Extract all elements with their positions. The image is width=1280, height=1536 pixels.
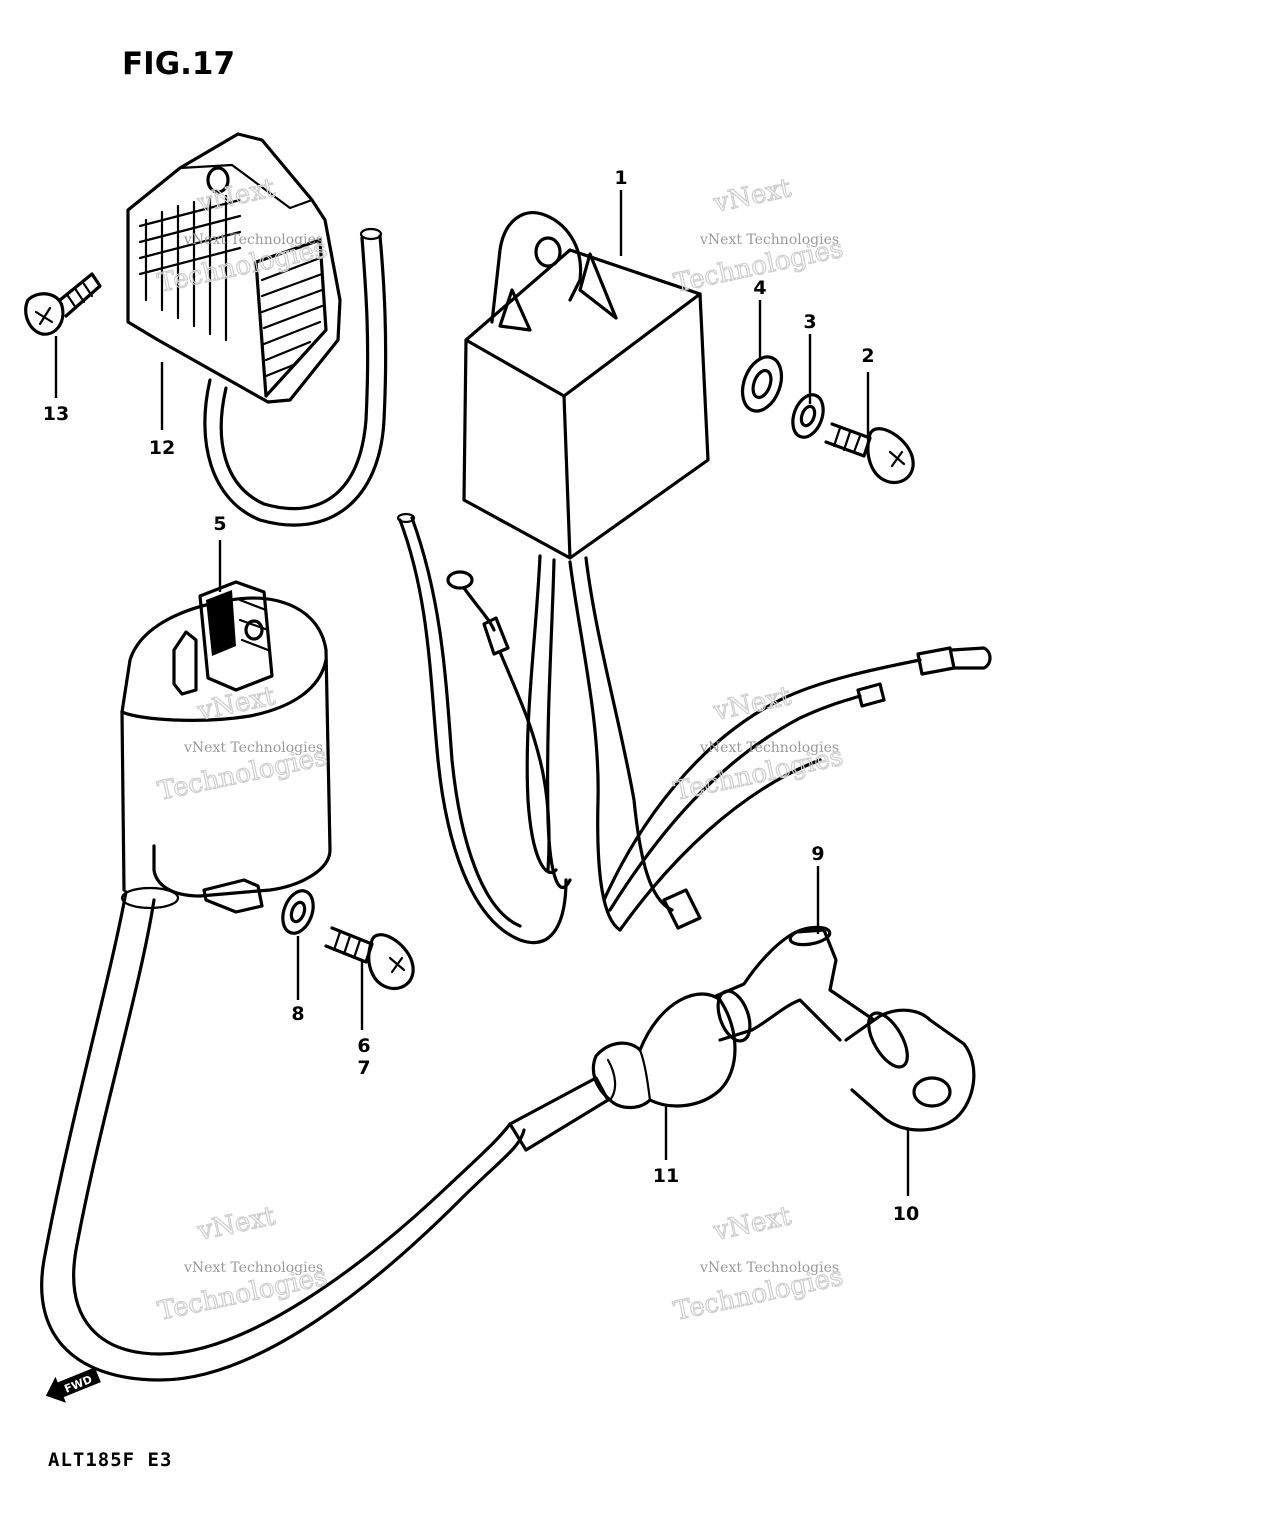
watermark-mid-right: vNext vNext Technologies Technologies	[671, 681, 847, 808]
fwd-label: FWD	[63, 1373, 95, 1396]
watermark-mid-left-word1: vNext	[194, 681, 278, 727]
callout-1: 1	[614, 167, 627, 189]
screw-6-7-drawing	[324, 926, 415, 991]
watermark-bottom-right-text: vNext Technologies	[699, 1260, 839, 1276]
ignition-coil-drawing	[40, 580, 610, 1382]
lock-washer-8-drawing	[281, 889, 315, 935]
callout-12: 12	[149, 437, 175, 459]
spark-plug-cap-drawing	[591, 925, 976, 1132]
callout-8: 8	[291, 1003, 304, 1025]
callout-9: 9	[811, 843, 824, 865]
callout-7: 7	[357, 1057, 370, 1079]
callout-4: 4	[753, 277, 766, 299]
watermark-mid-left-text: vNext Technologies	[183, 740, 323, 756]
watermark-top-right-text: vNext Technologies	[699, 232, 839, 248]
callout-3: 3	[803, 311, 816, 333]
watermark-mid-right-text: vNext Technologies	[699, 740, 839, 756]
screw-13-drawing	[24, 272, 102, 336]
watermark-top-right: vNext vNext Technologies Technologies	[671, 173, 847, 300]
callout-10: 10	[893, 1203, 919, 1225]
watermark-bottom-right: vNext vNext Technologies Technologies	[671, 1201, 847, 1328]
washer-4-drawing	[740, 355, 784, 413]
callout-11: 11	[653, 1165, 679, 1187]
watermark-bottom-left-word1: vNext	[194, 1201, 278, 1247]
regulator-rectifier-drawing	[126, 132, 388, 527]
figure-title: FIG.17	[122, 46, 235, 82]
callout-2: 2	[861, 345, 874, 367]
watermark-bottom-left-text: vNext Technologies	[183, 1260, 323, 1276]
watermark-mid-right-word1: vNext	[710, 681, 794, 727]
watermark-top-left-text: vNext Technologies	[183, 232, 323, 248]
callout-5: 5	[213, 513, 226, 535]
callout-6: 6	[357, 1035, 370, 1057]
leader-lines	[54, 190, 910, 1196]
watermark-bottom-left: vNext vNext Technologies Technologies	[155, 1201, 331, 1328]
screw-2-drawing	[824, 422, 915, 485]
callout-labels: 1 2 3 4 5 6 7 8 9 10 11 12 13	[43, 167, 919, 1225]
watermark-mid-left: vNext vNext Technologies Technologies	[155, 681, 331, 808]
watermark-top-right-word1: vNext	[710, 173, 794, 219]
lock-washer-3-drawing	[791, 393, 825, 439]
cdi-unit-drawing	[396, 211, 992, 944]
model-code: ALT185F E3	[48, 1449, 172, 1471]
watermark-bottom-right-word1: vNext	[710, 1201, 794, 1247]
callout-13: 13	[43, 403, 69, 425]
fwd-direction-arrow: FWD	[45, 1367, 101, 1403]
